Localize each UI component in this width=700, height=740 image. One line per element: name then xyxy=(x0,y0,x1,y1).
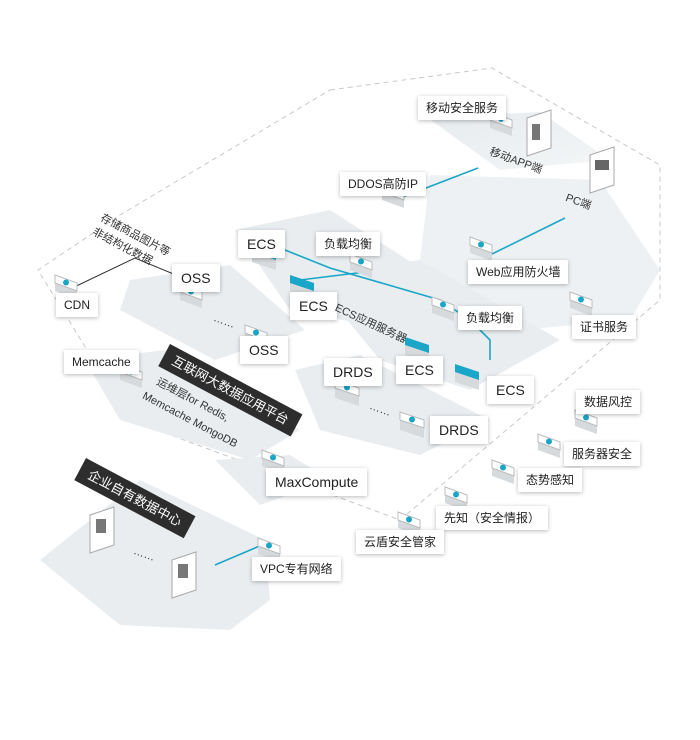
data-risk-label: 数据风控 xyxy=(576,390,641,414)
ddos-label: DDOS高防IP xyxy=(340,172,427,196)
lb-top-node xyxy=(349,253,373,278)
idc-server-1 xyxy=(89,506,115,554)
ecs-right2-label: ECS xyxy=(487,376,534,404)
lb-right-label: 负载均衡 xyxy=(458,306,523,330)
data-risk-node xyxy=(574,409,598,434)
ecs-top-label: ECS xyxy=(238,230,285,258)
ecs-mid-label: ECS xyxy=(290,292,337,320)
mobile-security-label: 移动安全服务 xyxy=(418,96,507,120)
drds-bottom-label: DRDS xyxy=(430,416,488,444)
link-ecs-cluster xyxy=(279,247,491,360)
cert-label: 证书服务 xyxy=(572,315,637,339)
cloud-boundary xyxy=(37,67,661,521)
link-ecs-lb xyxy=(299,271,366,281)
mobile-pc-platform xyxy=(428,112,610,170)
waf-node xyxy=(469,236,493,261)
idc-server-2 xyxy=(171,551,197,599)
drds-top-label: DRDS xyxy=(324,358,382,386)
cert-node xyxy=(569,291,593,316)
waf-label: Web应用防火墙 xyxy=(468,260,569,284)
link-vpc-idc xyxy=(214,544,263,566)
link-pc-waf xyxy=(489,217,566,256)
lb-top-label: 负载均衡 xyxy=(316,232,381,256)
xianzhi-label: 先知（安全情报） xyxy=(436,506,549,530)
oss-top-label: OSS xyxy=(172,264,220,292)
mobile-app-node xyxy=(526,109,552,157)
situation-label: 态势感知 xyxy=(518,468,583,492)
security-zone-platform xyxy=(420,175,660,330)
maxcompute-label: MaxCompute xyxy=(266,468,368,496)
yundun-label: 云盾安全管家 xyxy=(356,530,445,554)
oss-bottom-label: OSS xyxy=(240,336,288,364)
node-icons xyxy=(54,109,615,599)
vpc-label: VPC专有网络 xyxy=(252,557,341,581)
situation-node xyxy=(491,459,515,484)
server-security-label: 服务器安全 xyxy=(564,442,641,466)
lb-right-node xyxy=(431,296,455,321)
memcache-label: Memcache xyxy=(64,350,139,374)
drds-bottom-node xyxy=(399,411,425,438)
ecs-right2-node xyxy=(455,364,479,390)
pc-node xyxy=(589,146,615,194)
cdn-label: CDN xyxy=(56,293,98,317)
ecs-right1-label: ECS xyxy=(396,356,443,384)
server-security-node xyxy=(537,433,561,458)
ecs-cluster-platform xyxy=(310,260,560,390)
